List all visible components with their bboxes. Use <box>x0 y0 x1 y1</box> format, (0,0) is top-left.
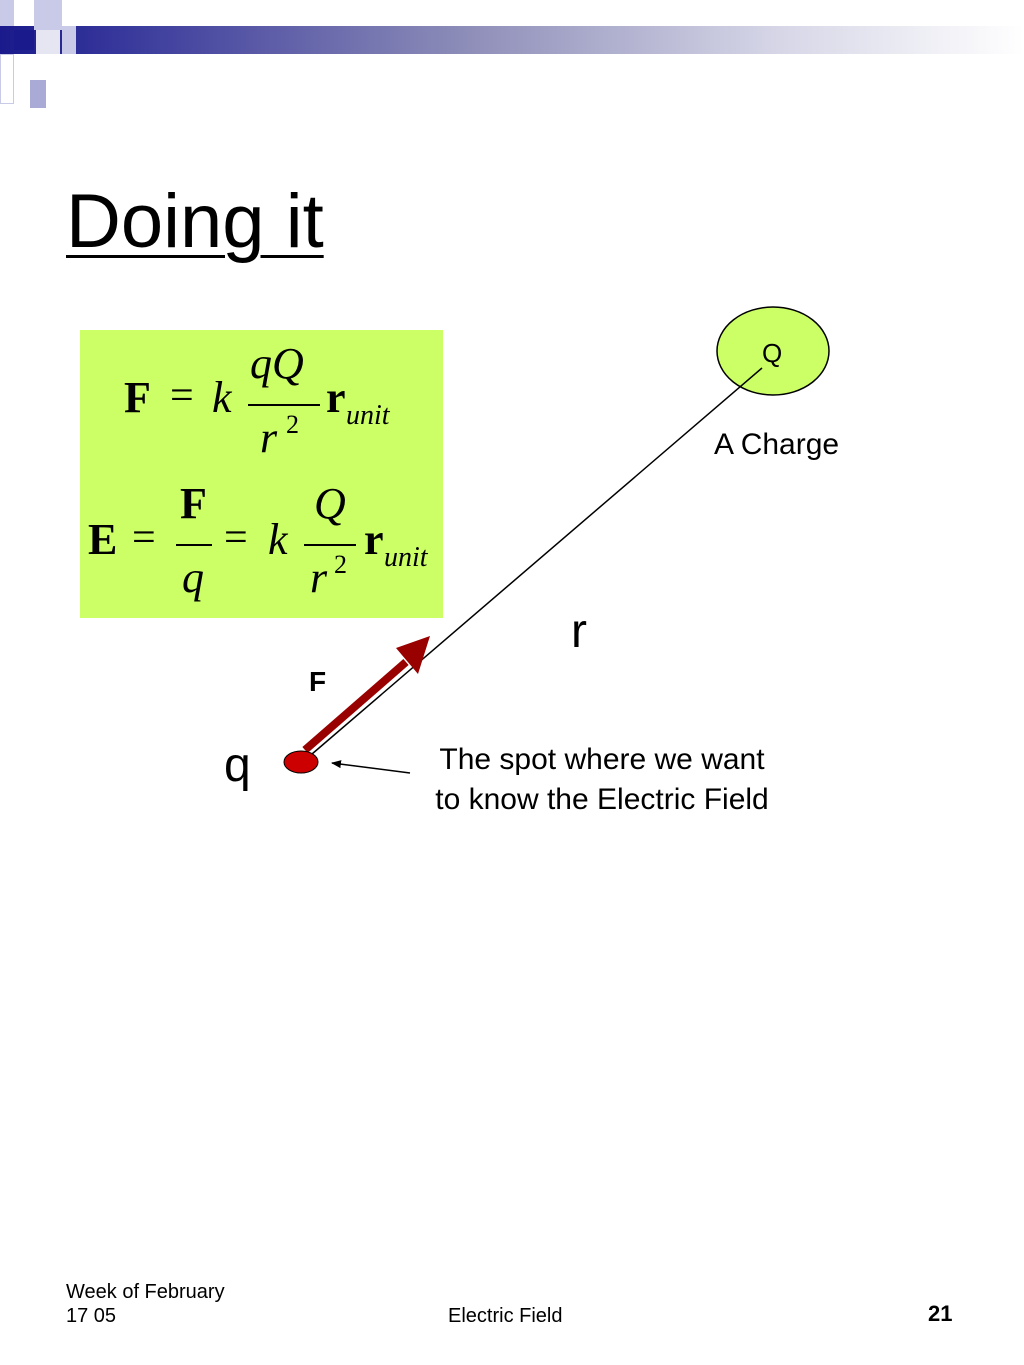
field-equals-1: = <box>132 515 156 561</box>
force-arrow-shaft <box>302 658 409 754</box>
field-unit-subscript: unit <box>384 542 428 573</box>
spot-caption-line-2: to know the Electric Field <box>435 783 769 816</box>
header-banner <box>0 26 1024 54</box>
force-lhs: F <box>124 373 151 422</box>
field-frac1-line <box>176 544 212 546</box>
test-charge-label: q <box>224 739 251 792</box>
footer-date: Week of February 17 05 <box>66 1280 225 1328</box>
footer-center-text: Electric Field <box>448 1305 563 1327</box>
field-equals-2: = <box>224 515 248 561</box>
footer-date-line-1: Week of February <box>66 1281 225 1303</box>
spot-caption: The spot where we want to know the Elect… <box>404 740 800 820</box>
force-arrow-head <box>396 636 430 674</box>
distance-line <box>304 367 763 761</box>
force-fraction-line <box>248 404 320 406</box>
spot-caption-line-1: The spot where we want <box>439 743 765 776</box>
pointer-arrow <box>331 760 411 774</box>
force-label: F <box>309 666 327 697</box>
distance-label: r <box>571 605 587 658</box>
field-unit-vector: r <box>364 515 384 564</box>
force-equals: = <box>170 373 194 419</box>
header-square-decoration <box>0 0 76 110</box>
force-denominator-base: r <box>260 413 278 462</box>
force-numerator: qQ <box>250 339 304 388</box>
field-frac2-denominator-base: r <box>310 553 328 602</box>
field-constant-k: k <box>268 515 288 564</box>
field-frac1-denominator: q <box>182 553 204 602</box>
field-frac2-denominator-exponent: 2 <box>334 550 347 579</box>
field-frac2-numerator: Q <box>314 479 346 528</box>
slide-title: Doing it <box>66 179 324 264</box>
page-number: 21 <box>928 1301 953 1326</box>
source-charge-label: Q <box>762 338 783 368</box>
force-denominator-exponent: 2 <box>286 410 299 439</box>
formula-box: F = k qQ r 2 r unit E = F q = k Q r 2 r … <box>80 330 443 618</box>
force-constant-k: k <box>212 373 232 422</box>
field-lhs: E <box>88 515 118 564</box>
field-frac1-numerator: F <box>180 479 207 528</box>
force-unit-subscript: unit <box>346 400 390 431</box>
footer-date-line-2: 17 05 <box>66 1305 117 1327</box>
source-caption: A Charge <box>714 428 840 461</box>
field-frac2-line <box>304 544 356 546</box>
test-charge-dot <box>283 750 319 774</box>
force-unit-vector: r <box>326 373 346 422</box>
source-charge-circle <box>716 306 830 396</box>
